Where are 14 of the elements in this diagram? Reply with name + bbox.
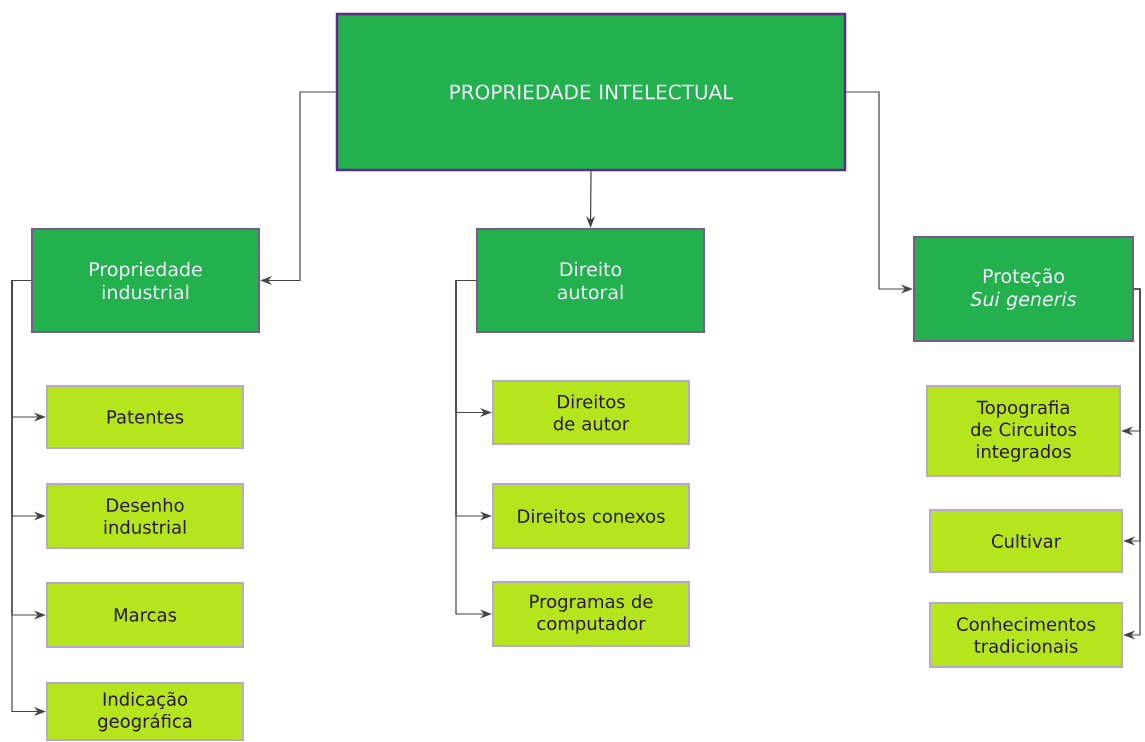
item-box: Marcas [46,582,244,648]
item-box: Topografia de Circuitos integrados [926,385,1121,477]
item-box: Direitos conexos [492,483,690,549]
item-box: Conhecimentos tradicionais [929,602,1123,668]
category-box: Propriedade industrial [31,228,260,333]
category-box: Direito autoral [476,228,705,333]
item-box: Direitos de autor [492,380,690,445]
title-box: PROPRIEDADE INTELECTUAL [335,12,847,172]
category-box: Proteção Sui generis [913,236,1134,342]
item-box: Programas de computador [492,581,690,647]
item-box: Desenho industrial [46,483,244,549]
item-box: Patentes [46,385,244,449]
item-box: Indicação geográfica [46,682,244,741]
item-box: Cultivar [929,509,1123,573]
